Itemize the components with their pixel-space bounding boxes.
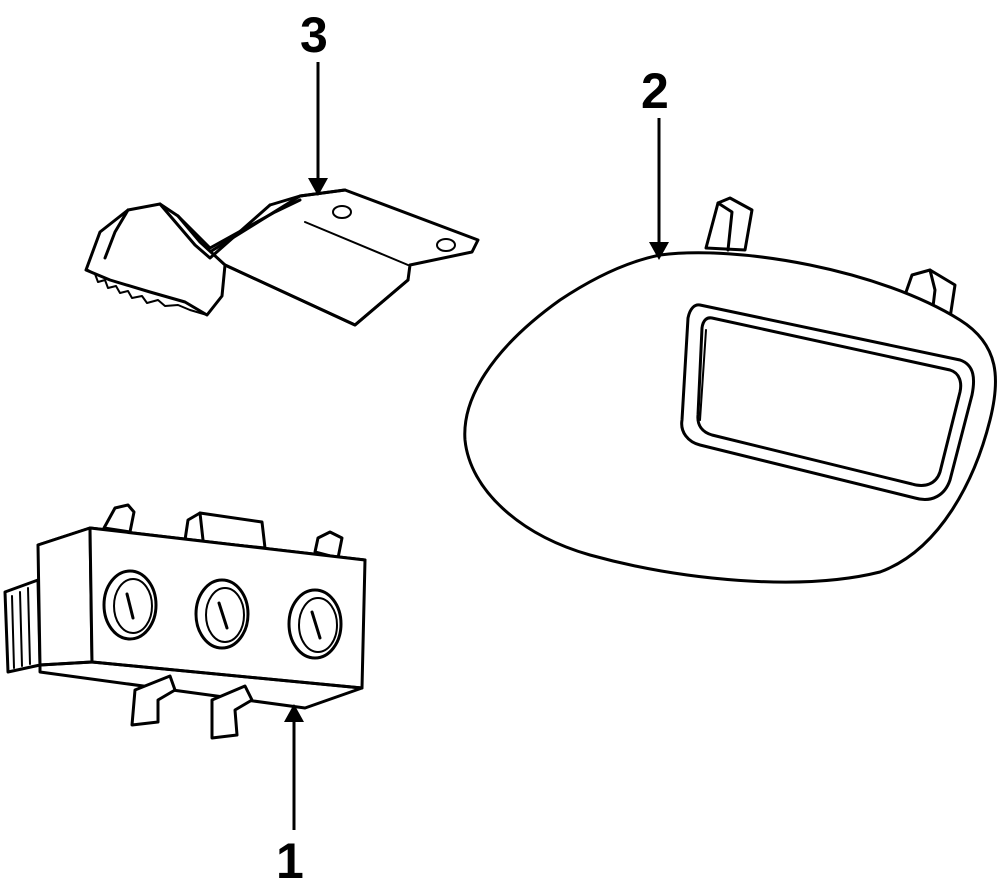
bezel-tab-upper bbox=[704, 196, 754, 252]
control-clip-left bbox=[102, 503, 136, 534]
callout-label-3: 3 bbox=[300, 7, 328, 63]
knob-center-pointer bbox=[217, 601, 229, 630]
knob-right-pointer bbox=[310, 610, 322, 640]
knob-right-inner bbox=[298, 597, 338, 653]
bezel-body bbox=[463, 251, 998, 584]
arrowhead-2 bbox=[649, 242, 669, 260]
part-2-bezel[interactable] bbox=[463, 196, 998, 584]
bracket-upper-edge bbox=[268, 188, 347, 207]
knob-left-inner bbox=[113, 578, 153, 634]
bracket-front-face bbox=[223, 263, 410, 327]
control-clip-center-fold bbox=[198, 511, 205, 542]
control-housing-side bbox=[36, 526, 94, 667]
bezel-window-inner bbox=[696, 316, 963, 487]
callout-label-1: 1 bbox=[276, 833, 304, 880]
bracket-face-fold bbox=[304, 221, 409, 266]
bracket-hole-1 bbox=[332, 205, 352, 219]
arrowhead-1 bbox=[284, 704, 304, 722]
arrowhead-3 bbox=[308, 178, 328, 196]
callout-1: 1 bbox=[276, 704, 304, 880]
bracket-hole-2 bbox=[436, 238, 456, 252]
knob-left-outer bbox=[102, 569, 158, 641]
bracket-top-plate bbox=[203, 188, 480, 327]
callout-label-2: 2 bbox=[641, 63, 669, 119]
control-connector-ribs bbox=[11, 587, 31, 669]
callout-2: 2 bbox=[641, 63, 669, 260]
bezel-window-frame bbox=[680, 303, 975, 501]
part-3-bracket[interactable] bbox=[84, 188, 480, 327]
bracket-serrated-edge bbox=[87, 269, 208, 316]
control-knob-center[interactable] bbox=[194, 578, 250, 650]
knob-center-outer bbox=[194, 578, 250, 650]
control-knob-left[interactable] bbox=[102, 569, 158, 641]
bracket-left-channel bbox=[84, 202, 227, 317]
knob-right-outer bbox=[287, 588, 343, 660]
part-1-control-unit[interactable] bbox=[3, 503, 367, 740]
knob-center-inner bbox=[205, 587, 245, 643]
control-clip-bottom-right bbox=[210, 684, 254, 740]
callout-3: 3 bbox=[300, 7, 328, 196]
control-housing-bottom bbox=[38, 660, 364, 710]
bracket-channel-ridge bbox=[176, 198, 302, 250]
control-clip-bottom-left bbox=[130, 674, 177, 727]
bracket-channel-inner bbox=[103, 208, 130, 260]
bezel-tab-upper-fold bbox=[716, 201, 734, 252]
bezel-window-depth bbox=[699, 329, 707, 421]
control-knob-right[interactable] bbox=[287, 588, 343, 660]
knob-left-pointer bbox=[125, 592, 135, 620]
